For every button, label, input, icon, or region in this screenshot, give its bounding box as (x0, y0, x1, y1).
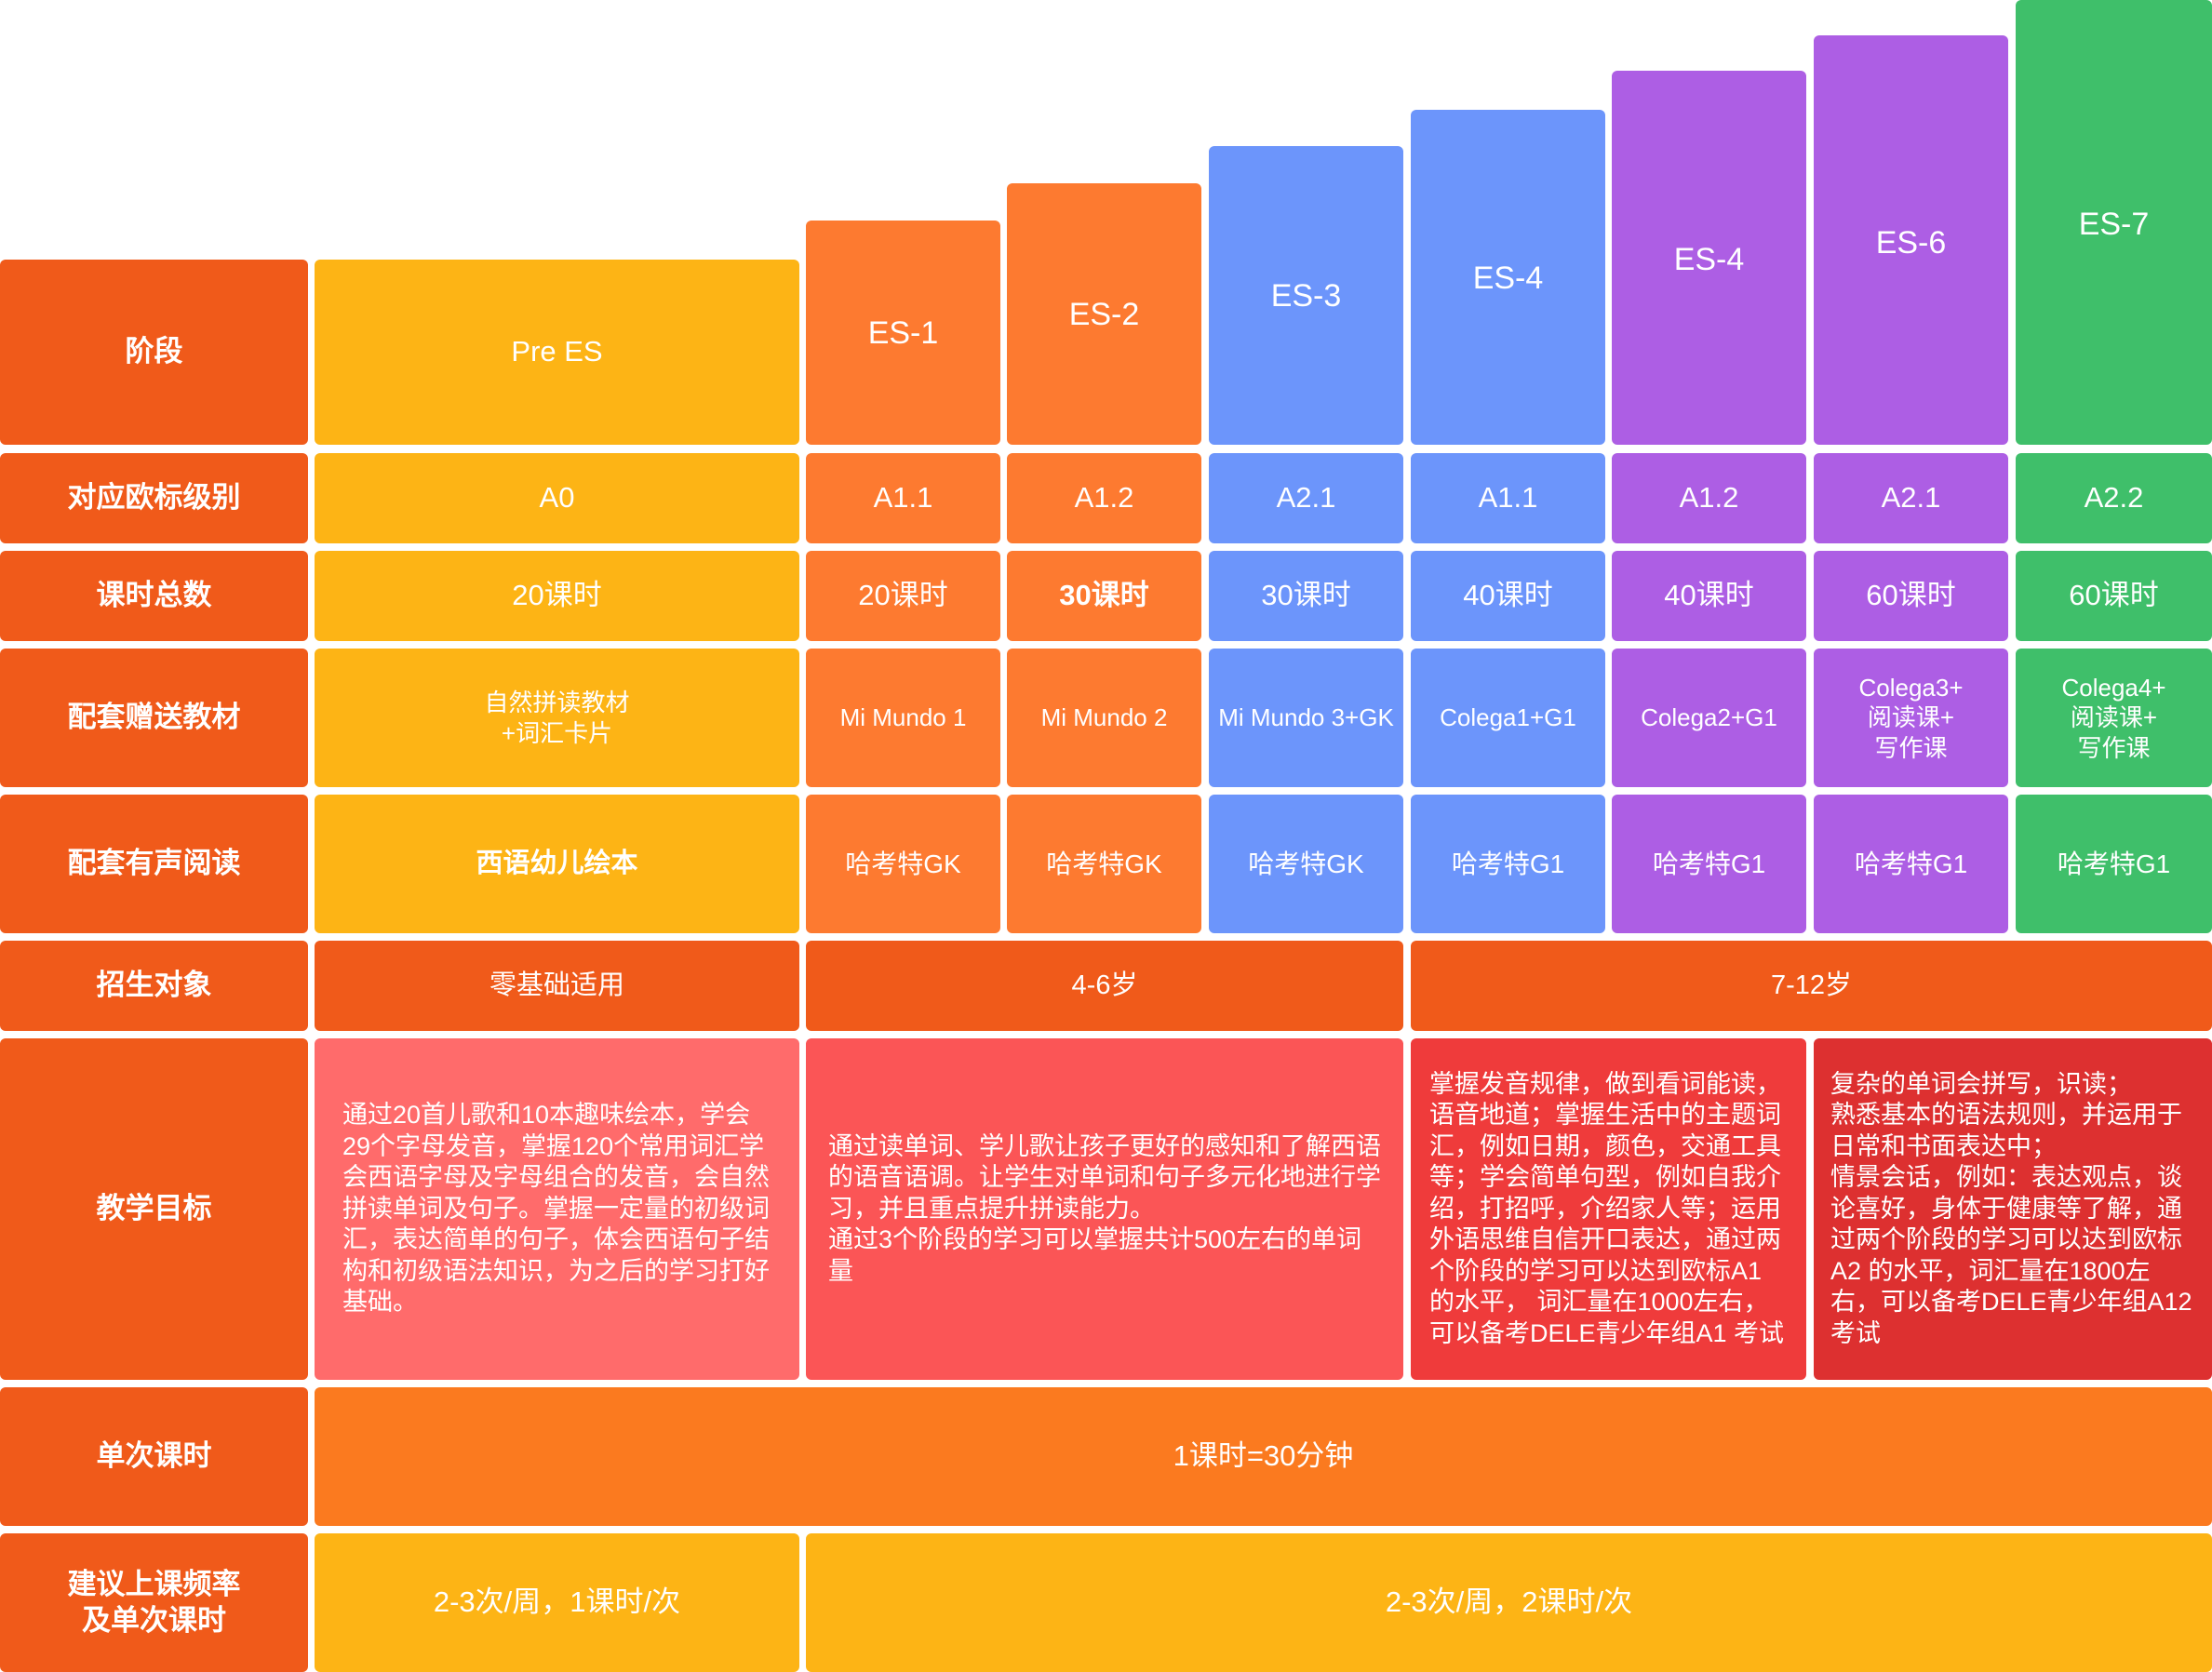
goal-text: 通过读单词、学儿歌让孩子更好的感知和了解西语的语音语调。让学生对单词和句子多元化… (828, 1131, 1381, 1285)
goal-cell: 复杂的单词会拼写，识读； 熟悉基本的语法规则，并运用于日常和书面表达中； 情景会… (1814, 1038, 2212, 1380)
materials-cell: 自然拼读教材 +词汇卡片 (315, 649, 799, 787)
materials-cell: Colega1+G1 (1411, 649, 1605, 787)
row-header-hours: 课时总数 (0, 551, 308, 641)
row-header-audio-reading: 配套有声阅读 (0, 795, 308, 933)
audio-cell: 哈考特GK (806, 795, 1000, 933)
row-header-frequency: 建议上课频率 及单次课时 (0, 1533, 308, 1672)
stage-pre-es: Pre ES (315, 260, 799, 445)
hours-cell: 40课时 (1612, 551, 1806, 641)
frequency-cell: 2-3次/周，1课时/次 (315, 1533, 799, 1672)
audio-cell: 哈考特G1 (1814, 795, 2008, 933)
hours-cell: 60课时 (1814, 551, 2008, 641)
goal-text: 复杂的单词会拼写，识读； 熟悉基本的语法规则，并运用于日常和书面表达中； 情景会… (1830, 1069, 2192, 1347)
goal-text: 掌握发音规律，做到看词能读，语音地道；掌握生活中的主题词汇，例如日期，颜色，交通… (1429, 1069, 1785, 1347)
hours-cell: 20课时 (806, 551, 1000, 641)
cefr-cell: A2.1 (1814, 453, 2008, 543)
stage-label: ES-3 (1270, 278, 1342, 314)
materials-cell: Mi Mundo 3+GK (1209, 649, 1403, 787)
session-cell: 1课时=30分钟 (315, 1387, 2212, 1526)
hours-cell: 40课时 (1411, 551, 1605, 641)
cefr-cell: A1.2 (1007, 453, 1201, 543)
stage-label: ES-4 (1673, 242, 1745, 277)
stage-es-7: ES-7 (2016, 0, 2212, 445)
hours-cell: 20课时 (315, 551, 799, 641)
cefr-cell: A0 (315, 453, 799, 543)
stage-es-1: ES-1 (806, 221, 1000, 445)
row-header-session: 单次课时 (0, 1387, 308, 1526)
audio-cell: 哈考特G1 (1411, 795, 1605, 933)
cefr-cell: A2.1 (1209, 453, 1403, 543)
materials-cell: Colega4+ 阅读课+ 写作课 (2016, 649, 2212, 787)
cefr-cell: A1.1 (1411, 453, 1605, 543)
audio-cell: 哈考特GK (1209, 795, 1403, 933)
row-header-stage: 阶段 (0, 260, 308, 445)
row-header-goals: 教学目标 (0, 1038, 308, 1380)
stage-es-4b: ES-4 (1612, 71, 1806, 445)
audio-cell: 哈考特G1 (1612, 795, 1806, 933)
stage-label: ES-6 (1875, 225, 1947, 261)
goal-text: 通过20首儿歌和10本趣味绘本，学会29个字母发音，掌握120个常用词汇学会西语… (342, 1101, 770, 1317)
stage-label: ES-1 (867, 315, 939, 351)
target-cell: 7-12岁 (1411, 941, 2212, 1031)
goal-cell: 掌握发音规律，做到看词能读，语音地道；掌握生活中的主题词汇，例如日期，颜色，交通… (1411, 1038, 1806, 1380)
audio-cell: 西语幼儿绘本 (315, 795, 799, 933)
stage-es-3: ES-3 (1209, 146, 1403, 445)
row-header-cefr: 对应欧标级别 (0, 453, 308, 543)
row-header-target: 招生对象 (0, 941, 308, 1031)
audio-cell: 哈考特G1 (2016, 795, 2212, 933)
materials-cell: Mi Mundo 1 (806, 649, 1000, 787)
target-cell: 零基础适用 (315, 941, 799, 1031)
hours-cell: 30课时 (1209, 551, 1403, 641)
cefr-cell: A1.2 (1612, 453, 1806, 543)
goal-cell: 通过读单词、学儿歌让孩子更好的感知和了解西语的语音语调。让学生对单词和句子多元化… (806, 1038, 1403, 1380)
hours-cell: 60课时 (2016, 551, 2212, 641)
stage-label: ES-7 (2078, 207, 2150, 242)
target-cell: 4-6岁 (806, 941, 1403, 1031)
stage-es-4: ES-4 (1411, 110, 1605, 445)
hours-cell: 30课时 (1007, 551, 1201, 641)
frequency-cell: 2-3次/周，2课时/次 (806, 1533, 2212, 1672)
cefr-cell: A2.2 (2016, 453, 2212, 543)
stage-label: ES-4 (1472, 261, 1544, 296)
materials-cell: Colega3+ 阅读课+ 写作课 (1814, 649, 2008, 787)
stage-label: Pre ES (511, 335, 603, 368)
stage-es-6: ES-6 (1814, 35, 2008, 445)
cefr-cell: A1.1 (806, 453, 1000, 543)
stage-es-2: ES-2 (1007, 183, 1201, 445)
row-header-materials: 配套赠送教材 (0, 649, 308, 787)
goal-cell: 通过20首儿歌和10本趣味绘本，学会29个字母发音，掌握120个常用词汇学会西语… (315, 1038, 799, 1380)
audio-cell: 哈考特GK (1007, 795, 1201, 933)
materials-cell: Colega2+G1 (1612, 649, 1806, 787)
stage-label: ES-2 (1068, 297, 1140, 332)
materials-cell: Mi Mundo 2 (1007, 649, 1201, 787)
